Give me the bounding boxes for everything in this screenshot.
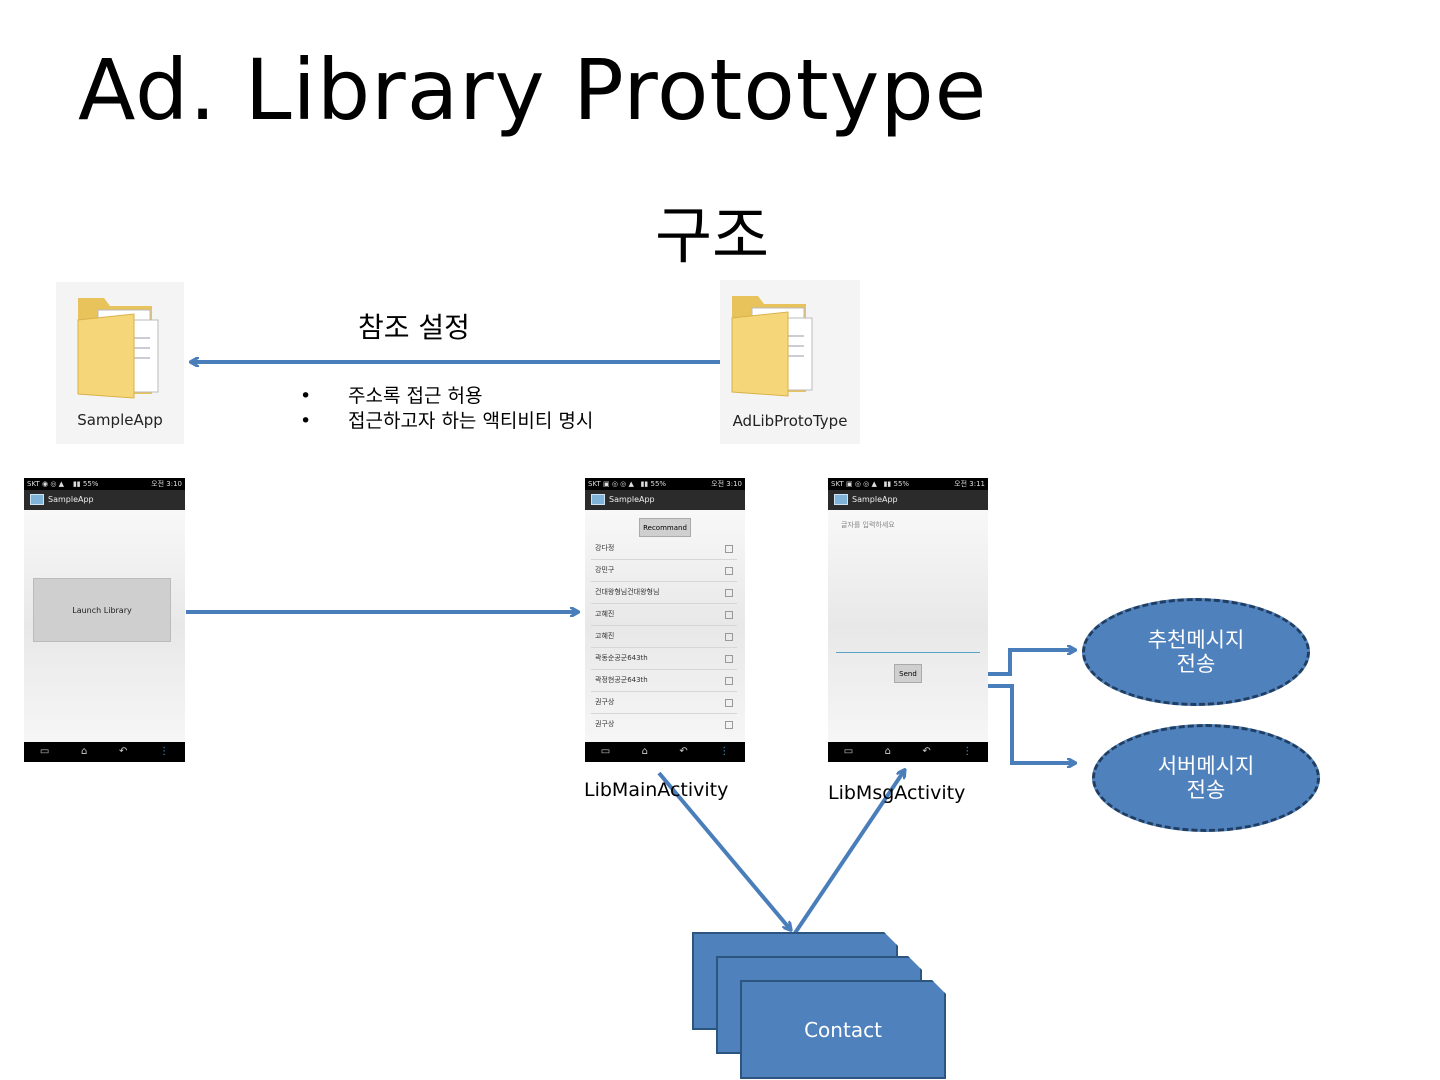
- checkbox[interactable]: [725, 677, 733, 685]
- checkbox[interactable]: [725, 545, 733, 553]
- app-title-bar: SampleApp: [828, 490, 988, 510]
- launch-library-button[interactable]: Launch Library: [33, 578, 171, 642]
- folder-label: SampleApp: [77, 411, 163, 429]
- contact-row[interactable]: 고혜진: [591, 626, 737, 648]
- home-icon[interactable]: ⌂: [80, 746, 88, 757]
- back-icon[interactable]: ↶: [679, 746, 688, 757]
- nav-bar: ▭ ⌂ ↶ ⋮: [24, 742, 185, 762]
- app-screen: Launch Library: [24, 510, 185, 742]
- app-icon: [591, 494, 605, 505]
- folder-icon: [77, 298, 159, 399]
- folder-icon: [731, 296, 813, 397]
- contact-row[interactable]: 권구상: [591, 714, 737, 735]
- sampleapp-phone-screenshot: SKT ◉ ◎ ▲ ▮▮ 55%오전 3:10 SampleApp Launch…: [24, 478, 185, 762]
- checkbox[interactable]: [725, 567, 733, 575]
- checkbox[interactable]: [725, 589, 733, 597]
- nav-bar: ▭ ⌂ ↶ ⋮: [585, 742, 745, 762]
- checkbox[interactable]: [725, 633, 733, 641]
- send-button[interactable]: Send: [894, 664, 922, 683]
- message-input-underline: [836, 652, 980, 653]
- menu-icon[interactable]: ⋮: [159, 746, 170, 757]
- home-icon[interactable]: ⌂: [884, 746, 891, 757]
- app-screen: 글자를 입력하세요 Send: [828, 510, 988, 742]
- bullet-item: •주소록 접근 허용: [300, 385, 483, 407]
- slide-title: Ad. Library Prototype: [78, 41, 988, 139]
- contact-row[interactable]: 곽정현공군643th: [591, 670, 737, 692]
- status-bar: SKT ▣ ◎ ◎ ▲ ▮▮ 55%오전 3:11: [828, 478, 988, 490]
- contact-row[interactable]: 곽동순공군643th: [591, 648, 737, 670]
- app-screen: Recommand 강다정 강민구 건대왕형님건대왕형님 고혜진 고혜진 곽동순…: [585, 510, 745, 742]
- contact-row[interactable]: 권구상: [591, 692, 737, 714]
- libmain-phone-screenshot: SKT ▣ ◎ ◎ ▲ ▮▮ 55%오전 3:10 SampleApp Reco…: [585, 478, 745, 762]
- adlibprototype-folder: AdLibProtoType: [720, 280, 860, 444]
- back-icon[interactable]: ↶: [119, 746, 128, 757]
- sampleapp-folder: SampleApp: [56, 282, 184, 444]
- message-input-hint[interactable]: 글자를 입력하세요: [841, 521, 895, 529]
- contact-to-msg-arrow: [793, 771, 904, 935]
- main-to-contact-arrow: [657, 771, 790, 929]
- libmsg-activity-label: LibMsgActivity: [828, 782, 966, 804]
- checkbox[interactable]: [725, 655, 733, 663]
- checkbox[interactable]: [725, 699, 733, 707]
- nav-bar: ▭ ⌂ ↶ ⋮: [828, 742, 988, 762]
- bullet-item: •접근하고자 하는 액티비티 명시: [300, 410, 594, 432]
- status-bar: SKT ▣ ◎ ◎ ▲ ▮▮ 55%오전 3:10: [585, 478, 745, 490]
- app-icon: [834, 494, 848, 505]
- contact-card-front: Contact: [740, 980, 946, 1079]
- back-icon[interactable]: ↶: [922, 746, 931, 757]
- contact-row[interactable]: 강다정: [591, 538, 737, 560]
- app-title-bar: SampleApp: [585, 490, 745, 510]
- folder-label: AdLibProtoType: [732, 412, 848, 430]
- recent-apps-icon[interactable]: ▭: [600, 746, 611, 757]
- app-icon: [30, 494, 44, 505]
- menu-icon[interactable]: ⋮: [962, 746, 973, 757]
- contact-row[interactable]: 강민구: [591, 560, 737, 582]
- contact-label: Contact: [804, 1017, 882, 1042]
- checkbox[interactable]: [725, 721, 733, 729]
- recommand-button[interactable]: Recommand: [639, 518, 691, 537]
- home-icon[interactable]: ⌂: [641, 746, 648, 757]
- recent-apps-icon[interactable]: ▭: [843, 746, 854, 757]
- reference-label: 참조 설정: [358, 311, 470, 344]
- libmain-activity-label: LibMainActivity: [584, 779, 729, 801]
- libmsg-phone-screenshot: SKT ▣ ◎ ◎ ▲ ▮▮ 55%오전 3:11 SampleApp 글자를 …: [828, 478, 988, 762]
- reference-bullets: •주소록 접근 허용 •접근하고자 하는 액티비티 명시: [300, 384, 593, 434]
- contact-row[interactable]: 고혜진: [591, 604, 737, 626]
- checkbox[interactable]: [725, 611, 733, 619]
- recent-apps-icon[interactable]: ▭: [39, 746, 50, 757]
- section-subtitle: 구조: [655, 199, 770, 272]
- app-title-bar: SampleApp: [24, 490, 185, 510]
- contact-row[interactable]: 건대왕형님건대왕형님: [591, 582, 737, 604]
- status-bar: SKT ◉ ◎ ▲ ▮▮ 55%오전 3:10: [24, 478, 185, 490]
- menu-icon[interactable]: ⋮: [719, 746, 730, 757]
